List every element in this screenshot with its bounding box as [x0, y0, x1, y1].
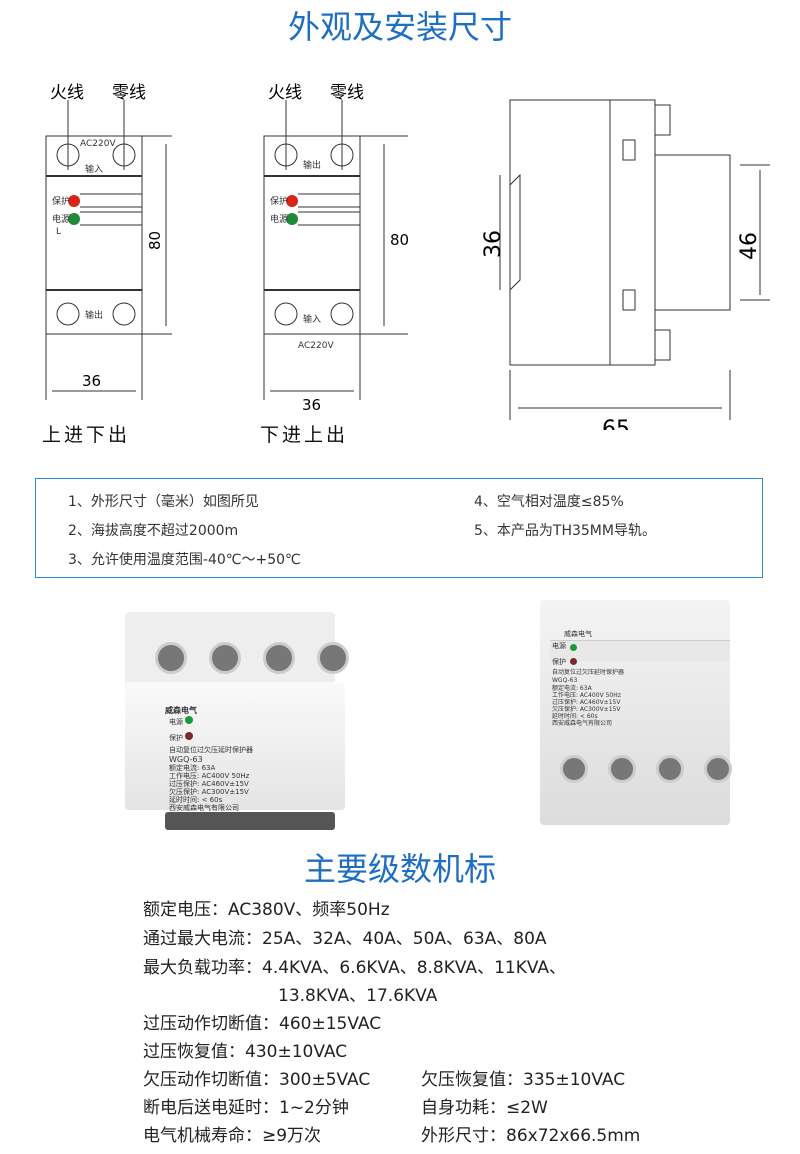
- caption-left: 上进下出: [42, 424, 131, 446]
- specs-uv_recover: 欠压恢复值：335±10VAC: [421, 1070, 626, 1090]
- product-name: 自动复位过欠压延时保护器: [169, 746, 253, 754]
- diagram_left-top_label: 输入: [85, 163, 103, 175]
- specs-delay: 断电后送电延时：1~2分钟: [143, 1098, 349, 1118]
- caption-middle: 下进上出: [260, 424, 349, 446]
- product-led_power: 电源: [552, 642, 566, 650]
- product-company: 西安威森电气有限公司: [552, 720, 613, 727]
- specs-consumption: 自身功耗：≤2W: [421, 1098, 548, 1118]
- product-led_protect: 保护: [552, 658, 566, 666]
- specs-max_power_cont: 13.8KVA、17.6KVA: [278, 986, 438, 1006]
- product-model: WGQ-63: [169, 755, 203, 764]
- product-photo-front: 威森电气 电源 保护 自动复位过欠压延时保护器 WGQ-63 额定电流: 63A…: [125, 612, 349, 832]
- diagram_mid-led_power: 电源: [270, 213, 288, 225]
- product-brand: 威森电气: [165, 706, 197, 715]
- specs-ov_cut: 过压动作切断值：460±15VAC: [143, 1014, 382, 1034]
- product-rows-2: 过压保护: AC460V±15V: [169, 780, 249, 788]
- diagram_left-led_protect: 保护: [52, 195, 70, 207]
- product-rows-1: 工作电压: AC400V 50Hz: [169, 772, 250, 780]
- section-title-specs: 主要级数机标: [303, 850, 496, 888]
- product-photo-angled: 威森电气 电源 保护 自动复位过欠压延时保护器 WGQ-63 额定电流: 63A…: [540, 600, 740, 830]
- diagram_mid-wire_neutral: 零线: [330, 83, 364, 103]
- diagram_mid-width: 36: [302, 396, 321, 414]
- product-front-row-delay: 延时时间: < 60s: [169, 796, 223, 804]
- product-rows-0: 额定电流: 63A: [169, 764, 216, 772]
- diagram_left-width: 36: [82, 372, 101, 390]
- notes-2: 3、允许使用温度范围-40℃～+50℃: [68, 552, 301, 568]
- side-diagram: 36 46 65: [481, 99, 770, 430]
- product-model: WGQ-63: [552, 677, 578, 684]
- product-rows-0: 额定电流: 63A: [552, 685, 592, 692]
- diagram_left-led_power: 电源: [52, 213, 70, 225]
- label-live: 火线: [50, 83, 84, 103]
- specs-ov_recover: 过压恢复值：430±10VAC: [143, 1042, 348, 1062]
- diagram_side-depth: 65: [602, 417, 630, 430]
- notes-0: 1、外形尺寸（毫米）如图所见: [68, 494, 259, 510]
- diagram_mid-wire_live: 火线: [268, 83, 302, 103]
- specs-max_current: 通过最大电流：25A、32A、40A、50A、63A、80A: [143, 929, 547, 949]
- diagram_mid-voltage: AC220V: [298, 341, 334, 351]
- front-diagram-middle: 火线 零线 输出 保护 电源 输入 AC220V 80 36: [263, 83, 409, 414]
- specs-size: 外形尺寸：86x72x66.5mm: [421, 1126, 641, 1146]
- diagram_mid-top_label: 输出: [303, 159, 321, 171]
- notes-3: 4、空气相对温度≤85%: [474, 494, 624, 510]
- notes-1: 2、海拔高度不超过2000m: [68, 523, 239, 539]
- product-rows-3: 欠压保护: AC300V±15V: [552, 706, 621, 713]
- diagram_left-L: L: [56, 227, 61, 237]
- product-rows-3: 欠压保护: AC300V±15V: [169, 788, 249, 796]
- diagram_mid-height: 80: [390, 231, 409, 249]
- specs-rated_voltage: 额定电压：AC380V、频率50Hz: [143, 900, 390, 920]
- section-title-dimensions: 外观及安装尺寸: [287, 8, 512, 46]
- product-led_power: 电源: [169, 718, 183, 726]
- diagram_side-rail: 36: [481, 230, 506, 258]
- notes-4: 5、本产品为TH35MM导轨。: [474, 523, 656, 539]
- product-led_protect: 保护: [169, 734, 183, 742]
- specs-max_power: 最大负载功率：4.4KVA、6.6KVA、8.8KVA、11KVA、: [143, 958, 567, 978]
- specs-uv_cut: 欠压动作切断值：300±5VAC: [143, 1070, 371, 1090]
- diagram_left-height: 80: [146, 231, 164, 250]
- product-rows-2: 过压保护: AC460V±15V: [552, 699, 621, 706]
- diagram_left-voltage: AC220V: [80, 139, 116, 149]
- product-name: 自动复位过欠压延时保护器: [552, 669, 625, 676]
- specs-life: 电气机械寿命：≥9万次: [143, 1126, 322, 1146]
- label-neutral: 零线: [112, 83, 146, 103]
- product-rows-1: 工作电压: AC400V 50Hz: [552, 692, 621, 699]
- front-diagram-left: 火线 零线 AC220V 输入 L 保护 电源 输出 80 36: [45, 83, 172, 400]
- diagram_mid-led_protect: 保护: [270, 195, 288, 207]
- product-brand: 威森电气: [564, 630, 592, 638]
- diagram_side-height: 46: [737, 232, 762, 260]
- product-company: 西安威森电气有限公司: [169, 804, 239, 812]
- diagram_left-bottom_label: 输出: [85, 309, 103, 321]
- notes-box: 1、外形尺寸（毫米）如图所见 2、海拔高度不超过2000m 3、允许使用温度范围…: [35, 478, 763, 578]
- diagram_mid-bottom_label: 输入: [303, 313, 321, 325]
- product-angled-row-delay: 延时时间: < 60s: [552, 713, 598, 720]
